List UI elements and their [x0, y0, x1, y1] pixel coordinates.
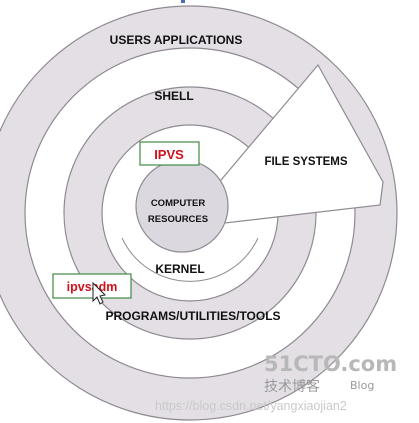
kernel-label: KERNEL [155, 262, 204, 276]
watermark-logo: 51CTO.com [264, 352, 397, 376]
ipvs-annotation-box [139, 141, 200, 166]
shell-label: SHELL [154, 89, 193, 103]
watermark-url: https://blog.csdn.net/yangxiaojian2 [155, 399, 347, 413]
file-systems-label: FILE SYSTEMS [264, 156, 347, 168]
kernel-separator-arc [121, 237, 259, 282]
ipvs-annotation-text: IPVS [154, 147, 184, 162]
top-marker [181, 0, 185, 3]
mouse-cursor-icon [92, 281, 107, 305]
ipvsadm-annotation-box [52, 273, 132, 299]
watermark-blog: Blog [350, 379, 374, 392]
programs-utilities-tools-label: PROGRAMS/UTILITIES/TOOLS [105, 309, 280, 323]
ipvsadm-annotation-text: ipvsadm [67, 280, 118, 294]
users-applications-label: USERS APPLICATIONS [110, 33, 243, 47]
core-label-line2: RESOURCES [148, 214, 208, 225]
watermark-tagline: 技术博客 [264, 378, 320, 395]
core-label-line1: COMPUTER [151, 198, 206, 209]
